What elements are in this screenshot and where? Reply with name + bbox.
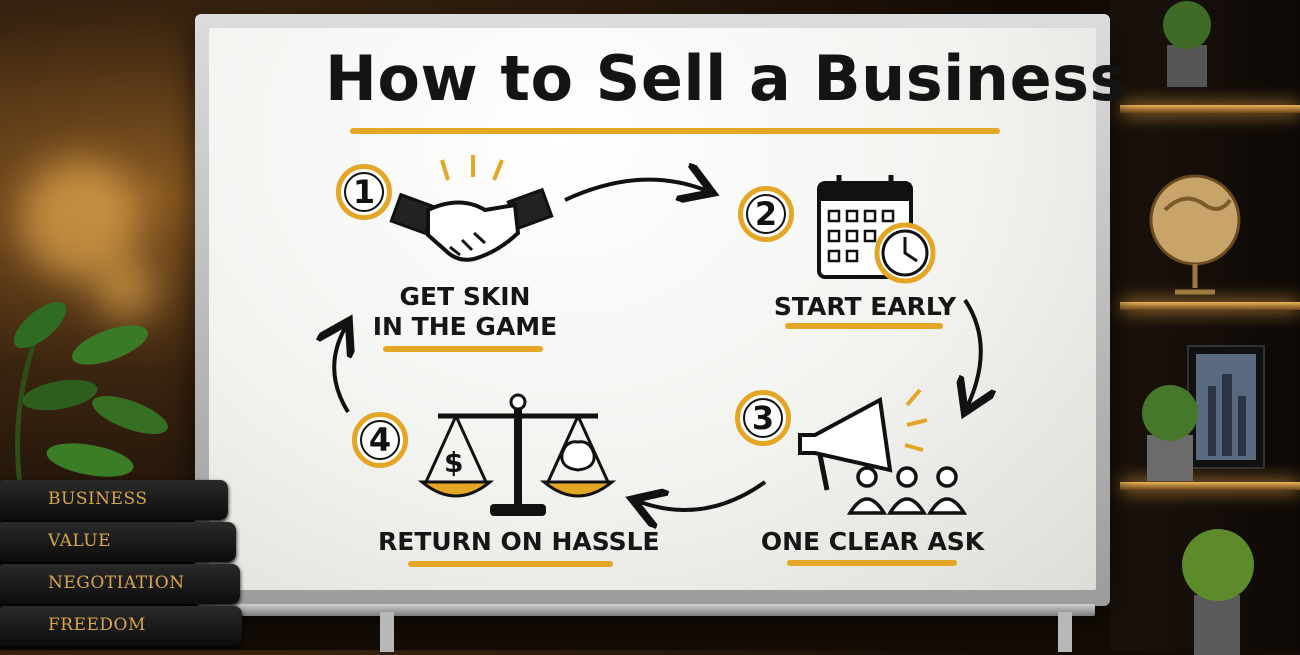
step-1-underline — [383, 346, 543, 352]
handshake-icon — [389, 155, 554, 262]
step-4-underline — [408, 561, 613, 567]
step-2-underline — [785, 323, 943, 329]
book-title: BUSINESS — [48, 489, 148, 509]
plant-icon — [1142, 385, 1198, 481]
shelf — [1120, 105, 1300, 113]
calendar-clock-icon — [817, 175, 936, 284]
book-stack: BUSINESS VALUE NEGOTIATION FREEDOM — [0, 480, 245, 650]
step-number-4: 4 — [352, 412, 408, 468]
plant-icon — [13, 301, 168, 486]
step-number-3: 3 — [735, 390, 791, 446]
shelf — [1120, 302, 1300, 310]
step-1-label-line1: GET SKIN — [399, 282, 531, 311]
step-1-label-line2: IN THE GAME — [372, 312, 558, 341]
whiteboard-tray — [215, 604, 1095, 616]
book-title: VALUE — [48, 531, 111, 551]
balance-scale-icon — [417, 393, 617, 516]
whiteboard-stand-leg — [380, 612, 394, 652]
shelf — [1120, 482, 1300, 490]
plant-icon — [1163, 1, 1211, 87]
book: FREEDOM — [0, 606, 242, 646]
scale-dollar-sign: $ — [444, 446, 464, 479]
whiteboard-stand-leg — [1058, 612, 1072, 652]
plant-icon — [1182, 529, 1254, 655]
globe-icon — [1149, 174, 1241, 295]
step-3-underline — [787, 560, 957, 566]
step-number-2: 2 — [738, 186, 794, 242]
title-underline — [350, 128, 1000, 134]
megaphone-audience-icon — [798, 388, 968, 515]
step-2-label: START EARLY — [773, 292, 957, 321]
step-number-1: 1 — [336, 164, 392, 220]
book: VALUE — [0, 522, 236, 562]
step-4-label: RETURN ON HASSLE — [378, 527, 660, 556]
lamp-glow — [95, 260, 155, 320]
picture-frame-icon — [1187, 345, 1265, 469]
step-3-label: ONE CLEAR ASK — [760, 527, 985, 556]
board-title: How to Sell a Business — [325, 42, 1127, 115]
book-title: NEGOTIATION — [48, 573, 185, 593]
book: NEGOTIATION — [0, 564, 240, 604]
book: BUSINESS — [0, 480, 228, 520]
book-title: FREEDOM — [48, 615, 146, 635]
